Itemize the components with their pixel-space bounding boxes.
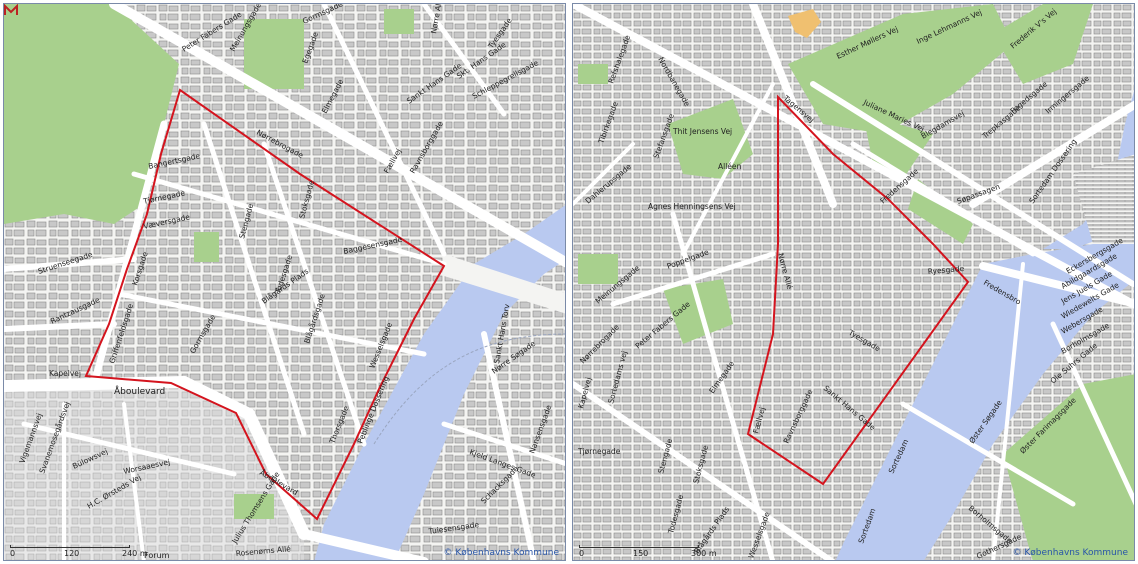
map-panel-left[interactable]: Peter Fabers Gade Meinungsgade Gormsgade… [3, 3, 566, 561]
scale-tick: 300 m [691, 549, 717, 558]
park-area [384, 9, 414, 34]
scale-tick: 0 [10, 549, 16, 558]
street-label: Åboulevard [114, 385, 165, 397]
park-area [1003, 374, 1134, 560]
map-canvas-left: Peter Fabers Gade Meinungsgade Gormsgade… [4, 4, 565, 560]
metro-label: Forum [144, 551, 170, 560]
road-network [573, 4, 1134, 560]
park-area [993, 4, 1093, 84]
street-label: Thit Jensens Vej [672, 127, 732, 136]
scale-tick: 0 [579, 549, 585, 558]
copyright: © Københavns Kommune [1012, 548, 1128, 558]
area-boundary[interactable] [746, 94, 970, 486]
park-area [578, 64, 608, 84]
scale-tick: 240 m [122, 549, 148, 558]
map-panel-right[interactable]: Frederik V's Vej Inge Lehmanns Vej Esthe… [572, 3, 1135, 561]
copyright: © Københavns Kommune [443, 548, 559, 558]
street-label: Agnes Henningsens Vej [648, 202, 736, 211]
rail-line [373, 333, 565, 445]
grey-area [4, 382, 304, 560]
park-area [578, 254, 618, 284]
metro-icon [4, 4, 18, 15]
scale-bar: 0 120 240 m [10, 536, 150, 558]
street-label: Kapelvej [49, 369, 81, 378]
lake [835, 234, 1134, 560]
street-label: Tjørnegade [577, 447, 621, 456]
bridge [444, 254, 565, 314]
building-block [1073, 154, 1134, 244]
park-area [663, 279, 733, 344]
landmark-shape [788, 9, 821, 38]
area-boundary[interactable] [84, 88, 446, 521]
map-canvas-right: Frederik V's Vej Inge Lehmanns Vej Esthe… [573, 4, 1134, 560]
park-area [234, 494, 274, 519]
park-area [194, 232, 219, 262]
scale-bar: 0 150 300 m [579, 536, 729, 558]
lake [314, 205, 565, 560]
scale-tick: 120 [64, 549, 80, 558]
street-label: Alléen [718, 162, 742, 171]
park-area [4, 4, 179, 224]
road-network [4, 4, 565, 560]
street-label: Ryesgade [927, 264, 965, 276]
scale-tick: 150 [633, 549, 649, 558]
park-area [244, 19, 304, 89]
